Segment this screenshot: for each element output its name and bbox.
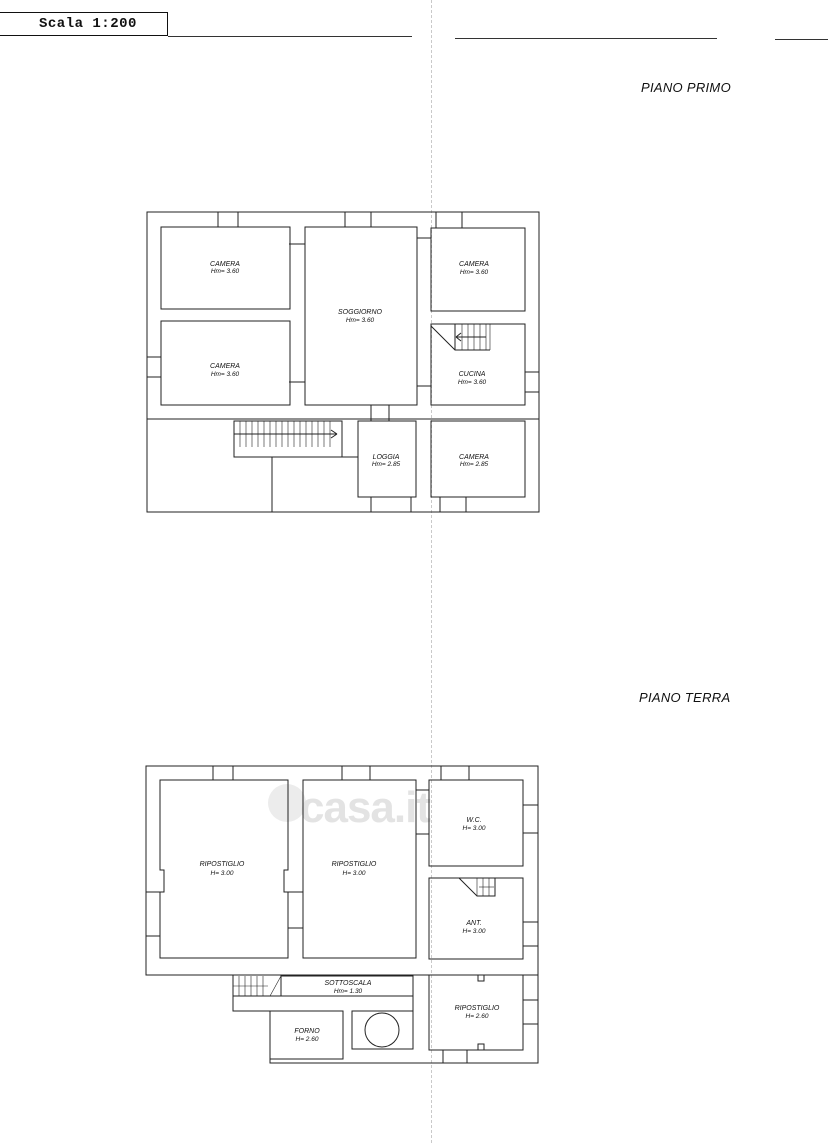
ground-floor-title: PIANO TERRA	[639, 690, 731, 705]
upper-room-label: CAMERA	[459, 261, 489, 268]
ground-room-label: RIPOSTIGLIO	[200, 861, 245, 868]
ground-room-ant	[428, 877, 524, 960]
upper-room-camera-4	[430, 420, 526, 498]
upper-room-label: CAMERA	[210, 261, 240, 268]
ground-room-ripostiglio-2	[302, 779, 417, 959]
ground-room-height: H= 2.60	[466, 1013, 489, 1020]
upper-room-label: SOGGIORNO	[338, 309, 383, 316]
scale-label: Scala 1:200	[0, 12, 168, 36]
ground-room-label: RIPOSTIGLIO	[332, 861, 377, 868]
upper-room-height: Hm= 2.85	[460, 461, 489, 468]
upper-floor-title: PIANO PRIMO	[641, 80, 731, 95]
upper-room-height: Hm= 3.60	[458, 379, 487, 386]
upper-floor-plan	[146, 211, 540, 513]
ground-room-height: H= 3.00	[463, 928, 486, 935]
ground-room-label: ANT.	[465, 920, 481, 927]
top-rule-2	[455, 38, 717, 39]
upper-room-height: Hm= 3.60	[211, 268, 240, 275]
upper-room-cucina	[430, 323, 526, 406]
upper-outer-wall	[146, 211, 540, 420]
upper-room-label: CAMERA	[210, 363, 240, 370]
upper-room-height: Hm= 3.60	[211, 371, 240, 378]
ground-room-height: H= 3.00	[343, 870, 366, 877]
watermark: casa.it	[300, 783, 431, 832]
upper-room-label: CUCINA	[459, 371, 486, 378]
ground-room-label: FORNO	[294, 1028, 320, 1035]
ground-room-height: Hm= 1.30	[334, 988, 363, 995]
top-rule-3	[775, 39, 828, 40]
ground-floor-plan	[145, 765, 539, 1064]
top-rule-1	[168, 36, 412, 37]
ground-inner-stair	[458, 877, 496, 897]
upper-room-height: Hm= 3.60	[460, 269, 489, 276]
ground-room-height: H= 3.00	[463, 825, 486, 832]
upper-room-height: Hm= 3.60	[346, 317, 375, 324]
ground-room-height: H= 3.00	[211, 870, 234, 877]
ground-windows	[145, 765, 539, 1064]
sheet-fold-line	[431, 0, 432, 1143]
ground-cistern	[364, 1012, 400, 1048]
ground-room-label: W.C.	[466, 817, 481, 824]
ground-room-label: RIPOSTIGLIO	[455, 1005, 500, 1012]
ground-room-forno	[269, 1010, 344, 1060]
watermark-logo-icon	[268, 784, 306, 822]
upper-outer-wall-lower	[146, 419, 540, 513]
upper-room-height: Hm= 2.85	[372, 461, 401, 468]
upper-room-label: CAMERA	[459, 454, 489, 461]
ground-room-ripostiglio-1	[159, 779, 289, 959]
ground-room-label: SOTTOSCALA	[325, 980, 372, 987]
ground-exterior-stair	[233, 975, 282, 997]
upper-room-camera-3	[430, 227, 526, 312]
upper-windows	[146, 211, 540, 513]
upper-room-label: LOGGIA	[373, 454, 400, 461]
upper-room-soggiorno	[304, 226, 418, 406]
ground-cistern-box	[351, 1010, 414, 1050]
ground-room-height: H= 2.60	[296, 1036, 319, 1043]
upper-inner-stair	[430, 325, 490, 351]
